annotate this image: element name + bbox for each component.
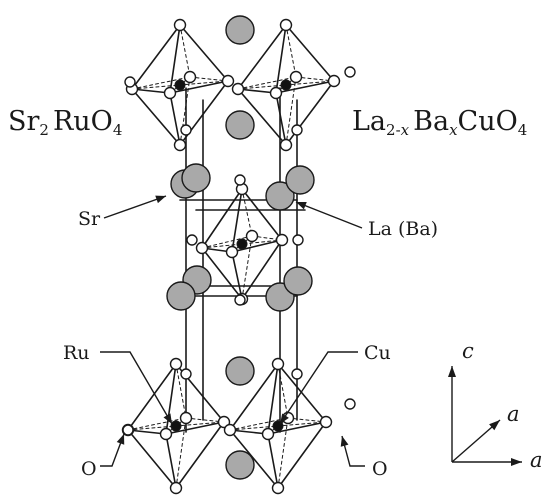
label-ru: Ru: [63, 344, 90, 363]
cation-atom: [167, 282, 195, 310]
oxygen-atom: [225, 425, 236, 436]
cation-atom: [284, 267, 312, 295]
axis-label-a-oblique: a: [507, 404, 520, 425]
oxygen-atom: [165, 88, 176, 99]
cation-atom: [182, 164, 210, 192]
oxygen-atom: [281, 140, 292, 151]
label-la-ba: La (Ba): [368, 220, 438, 239]
oxygen-atom: [197, 243, 208, 254]
metal-atom: [237, 239, 247, 249]
axis-c-arrow-head: [448, 366, 456, 377]
octahedron-edge: [202, 189, 242, 248]
o-left-pointer-head: [117, 434, 124, 445]
octahedron-edge: [278, 422, 326, 488]
o-right-pointer-head: [341, 436, 349, 447]
la-ba-pointer: [296, 202, 362, 228]
oxygen-atom: [185, 72, 196, 83]
octahedron-back-edge: [180, 25, 190, 77]
oxygen-atom: [181, 369, 191, 379]
oxygen-atom: [233, 84, 244, 95]
oxygen-atom: [125, 77, 135, 87]
oxygen-atom: [292, 369, 302, 379]
axis-a-horizontal-arrow-head: [511, 458, 522, 466]
oxygen-atom: [181, 125, 191, 135]
ru-pointer: [100, 352, 172, 424]
oxygen-atom: [291, 72, 302, 83]
octahedron-edge: [286, 81, 334, 145]
oxygen-atom: [273, 359, 284, 370]
oxygen-atoms: [123, 20, 356, 494]
label-sr: Sr: [78, 210, 100, 229]
oxygen-atom: [187, 235, 197, 245]
octahedron-edge: [268, 434, 278, 488]
oxygen-atom: [175, 140, 186, 151]
oxygen-atom: [263, 429, 274, 440]
oxygen-atom: [227, 247, 238, 258]
o-right-pointer: [342, 436, 365, 466]
octahedron-edge: [166, 434, 176, 488]
oxygen-atom: [123, 425, 133, 435]
oxygen-atom: [273, 483, 284, 494]
formula-la2xbaxcuo4: La2-xBaxCuO4: [352, 108, 527, 135]
oxygen-atom: [175, 20, 186, 31]
oxygen-atom: [161, 429, 172, 440]
sr-pointer-head: [155, 196, 166, 204]
axis-label-c: c: [462, 341, 474, 362]
oxygen-atom: [345, 399, 355, 409]
oxygen-atom: [271, 88, 282, 99]
metal-atom: [175, 80, 185, 90]
oxygen-atom: [321, 417, 332, 428]
oxygen-atom: [345, 67, 355, 77]
oxygen-atom: [277, 235, 288, 246]
octahedron-edge: [176, 422, 224, 488]
cation-atom: [226, 357, 254, 385]
metal-atom: [171, 421, 181, 431]
oxygen-atom: [329, 76, 340, 87]
oxygen-atom: [292, 125, 302, 135]
oxygen-atom: [281, 20, 292, 31]
oxygen-atom: [223, 76, 234, 87]
octahedron-edge: [170, 93, 180, 145]
label-cu: Cu: [364, 344, 391, 363]
oxygen-atom: [171, 359, 182, 370]
cation-atom: [226, 111, 254, 139]
octahedron-edge: [276, 93, 286, 145]
oxygen-atom: [171, 483, 182, 494]
octahedron-back-edge: [286, 25, 296, 77]
label-o-left: O: [81, 460, 97, 479]
cation-atom: [226, 451, 254, 479]
cation-atom: [286, 166, 314, 194]
oxygen-atom: [235, 175, 245, 185]
label-o-right: O: [372, 460, 388, 479]
oxygen-atom: [181, 413, 192, 424]
oxygen-atom: [293, 235, 303, 245]
oxygen-atom: [235, 295, 245, 305]
cation-atom: [226, 16, 254, 44]
axis-label-a-horizontal: a: [530, 450, 543, 471]
oxygen-atom: [247, 231, 258, 242]
metal-atom: [281, 80, 291, 90]
